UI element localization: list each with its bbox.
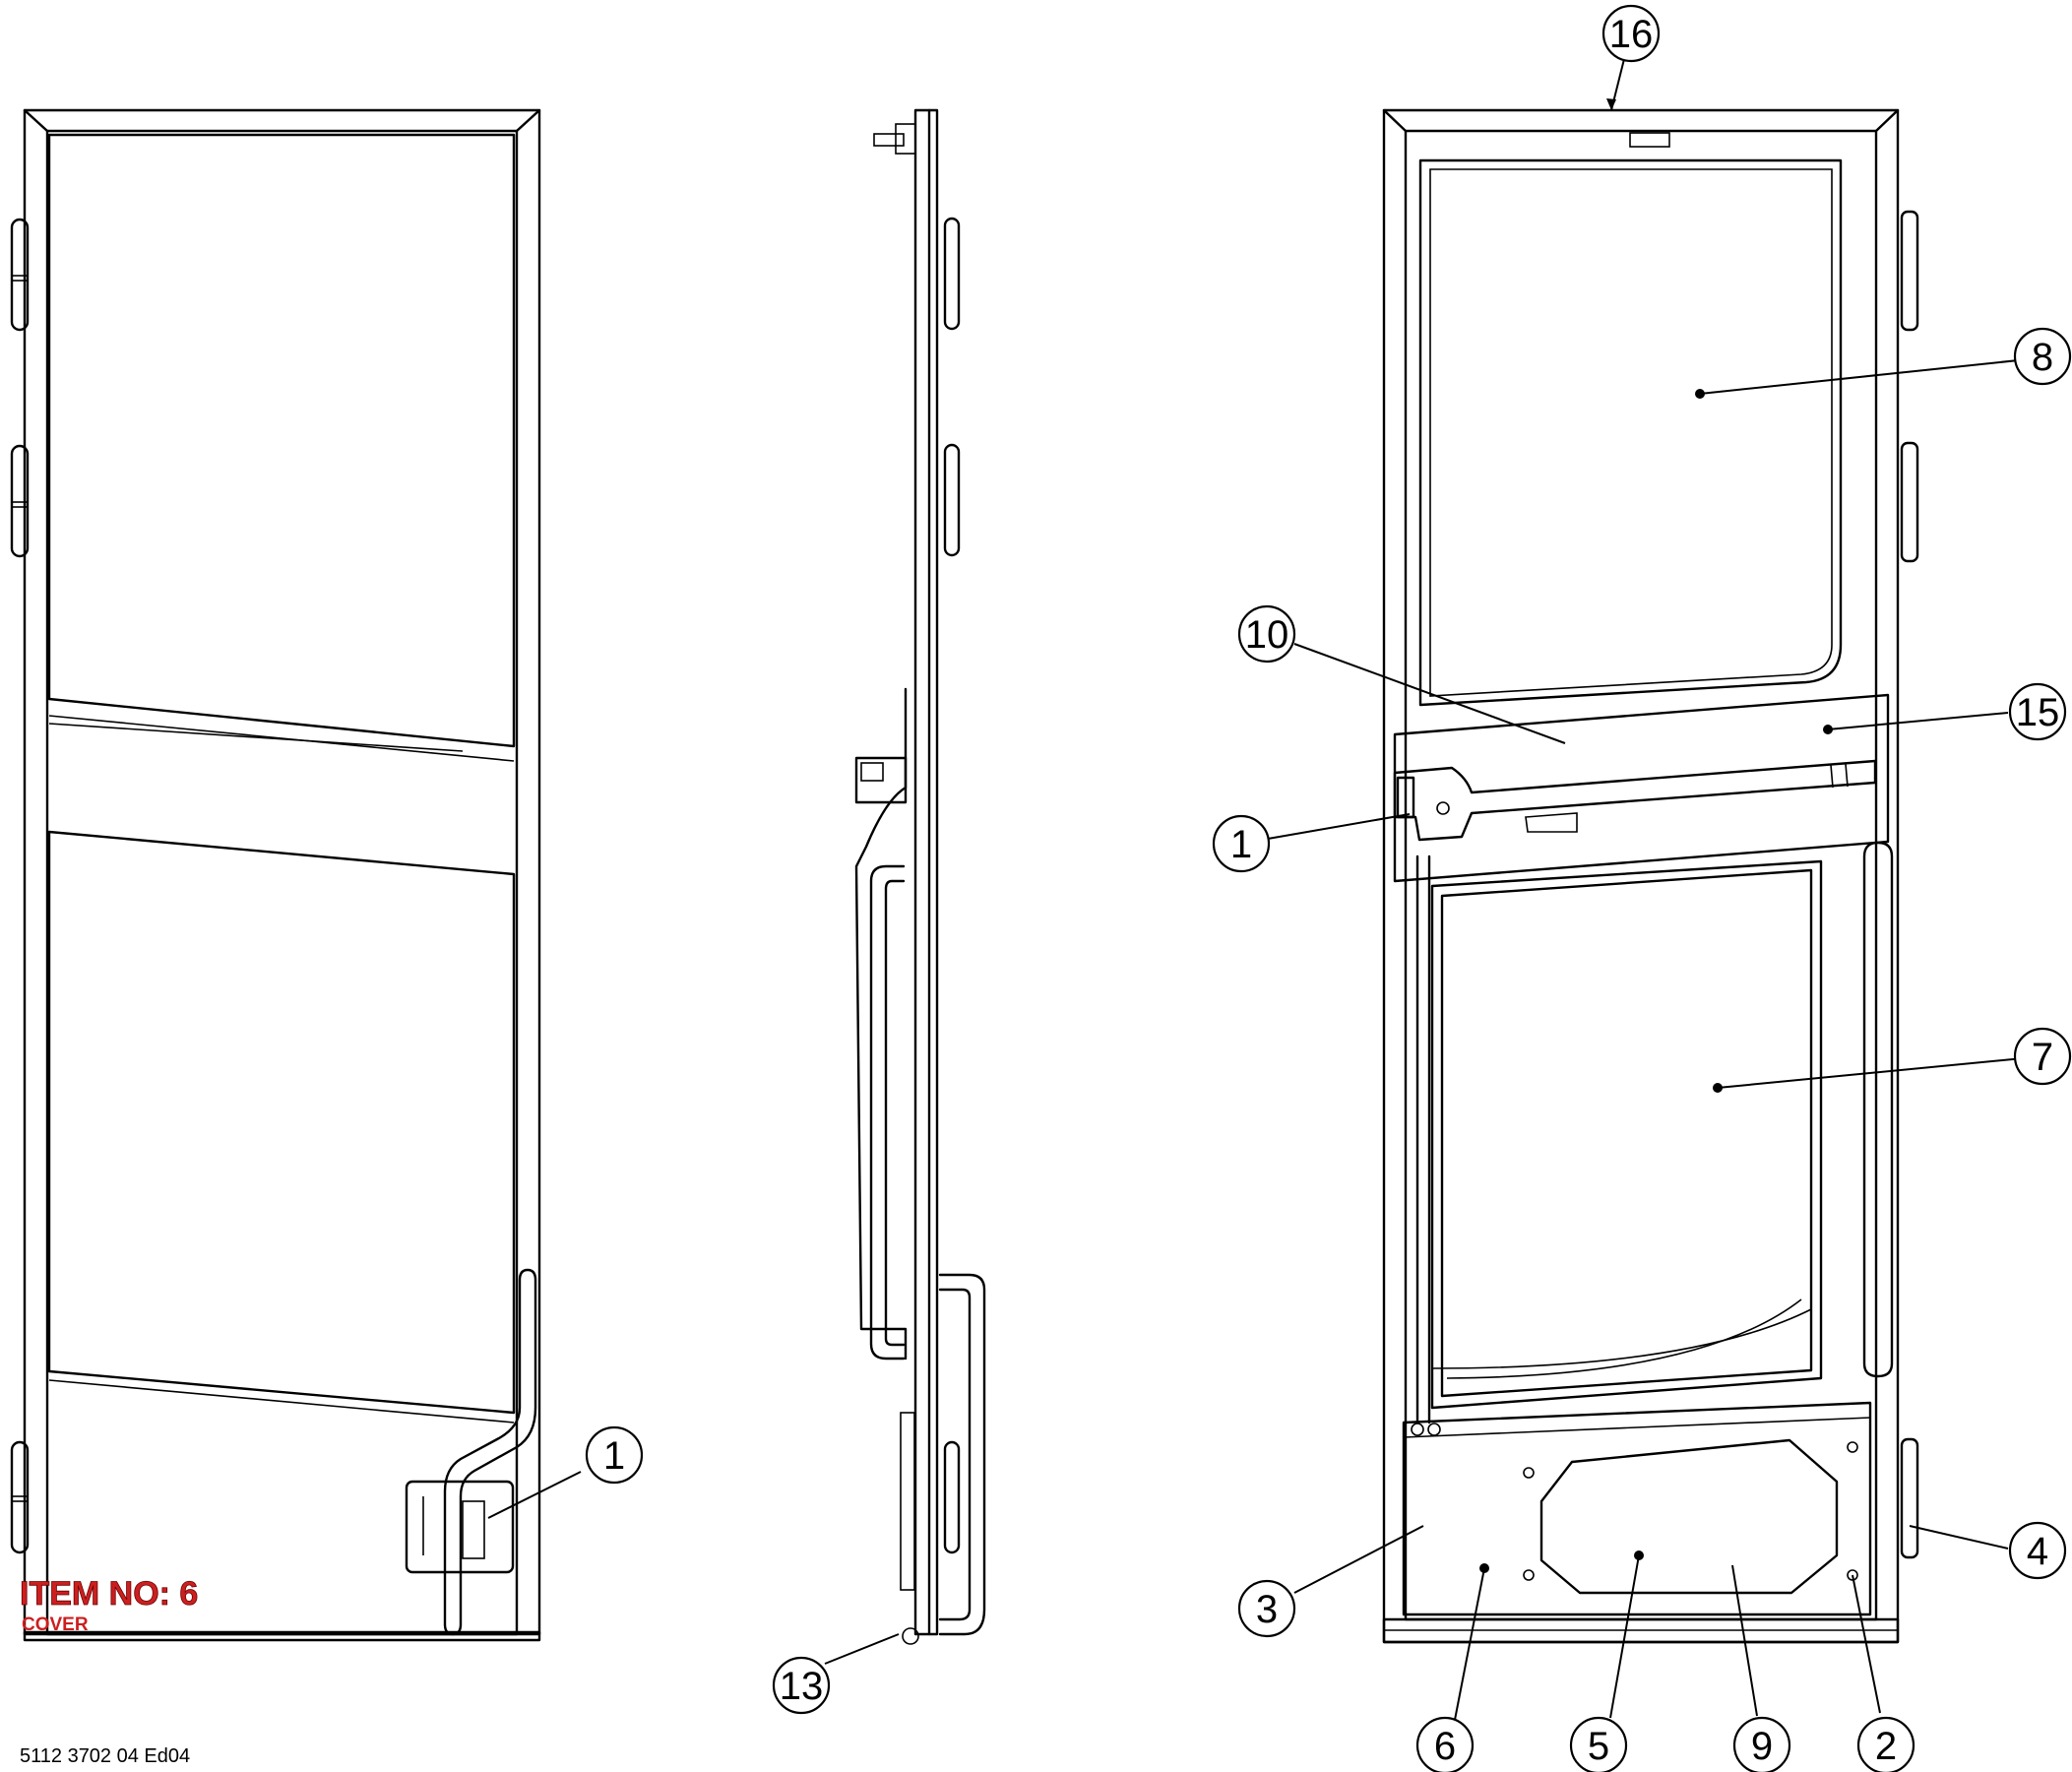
svg-text:15: 15 — [2016, 691, 2060, 734]
callout-bubble: 3 — [1237, 1579, 1296, 1638]
hinge-upper — [10, 218, 30, 332]
hinge-lower — [10, 1440, 30, 1554]
callout-bubble: 8 — [2013, 327, 2072, 386]
rear-handle — [1862, 841, 1894, 1378]
callout-bubble: 7 — [2013, 1027, 2072, 1086]
item-number-label: ITEM NO: 6 — [20, 1575, 198, 1613]
callout-bubble: 1 — [1212, 814, 1271, 873]
door-handle — [443, 1268, 537, 1636]
callout-bubble: 16 — [1601, 4, 1661, 63]
svg-text:9: 9 — [1751, 1725, 1773, 1768]
svg-text:1: 1 — [603, 1434, 625, 1478]
svg-text:16: 16 — [1609, 13, 1654, 56]
callout-bubbles: 1 13 16 8 10 15 1 7 3 4 6 5 9 2 — [585, 4, 2072, 1772]
push-bar — [1393, 759, 1877, 842]
lock-plate — [405, 1480, 515, 1574]
svg-text:7: 7 — [2032, 1036, 2053, 1079]
callout-bubble: 10 — [1237, 604, 1296, 664]
access-panel-octagon — [1539, 1438, 1839, 1595]
item-description-label: COVER — [22, 1614, 89, 1635]
document-number: 5112 3702 04 Ed04 — [20, 1745, 190, 1767]
svg-text:13: 13 — [780, 1665, 824, 1708]
callout-bubble: 9 — [1732, 1716, 1791, 1772]
door-rear-view — [1382, 108, 1919, 1644]
svg-text:1: 1 — [1230, 823, 1252, 866]
side-handle-lower — [938, 1273, 986, 1636]
callout-bubble: 15 — [2008, 682, 2067, 741]
svg-text:8: 8 — [2032, 336, 2053, 379]
svg-text:2: 2 — [1875, 1725, 1897, 1768]
door-front-view — [10, 108, 541, 1642]
svg-text:5: 5 — [1588, 1725, 1609, 1768]
svg-text:6: 6 — [1434, 1725, 1456, 1768]
leader-lines — [487, 58, 2029, 1721]
hinge-middle — [10, 444, 30, 558]
svg-text:10: 10 — [1245, 613, 1289, 657]
door-side-view — [854, 108, 986, 1645]
callout-bubble: 13 — [772, 1656, 831, 1715]
svg-text:3: 3 — [1256, 1588, 1278, 1631]
callout-bubble: 4 — [2008, 1521, 2067, 1580]
callout-bubble: 2 — [1856, 1716, 1915, 1772]
side-handle-upper — [869, 864, 906, 1361]
svg-text:4: 4 — [2027, 1530, 2048, 1573]
cross-panel — [1393, 693, 1890, 883]
callout-bubble: 6 — [1415, 1716, 1475, 1772]
callout-bubble: 5 — [1569, 1716, 1628, 1772]
callout-bubble: 1 — [585, 1425, 644, 1485]
